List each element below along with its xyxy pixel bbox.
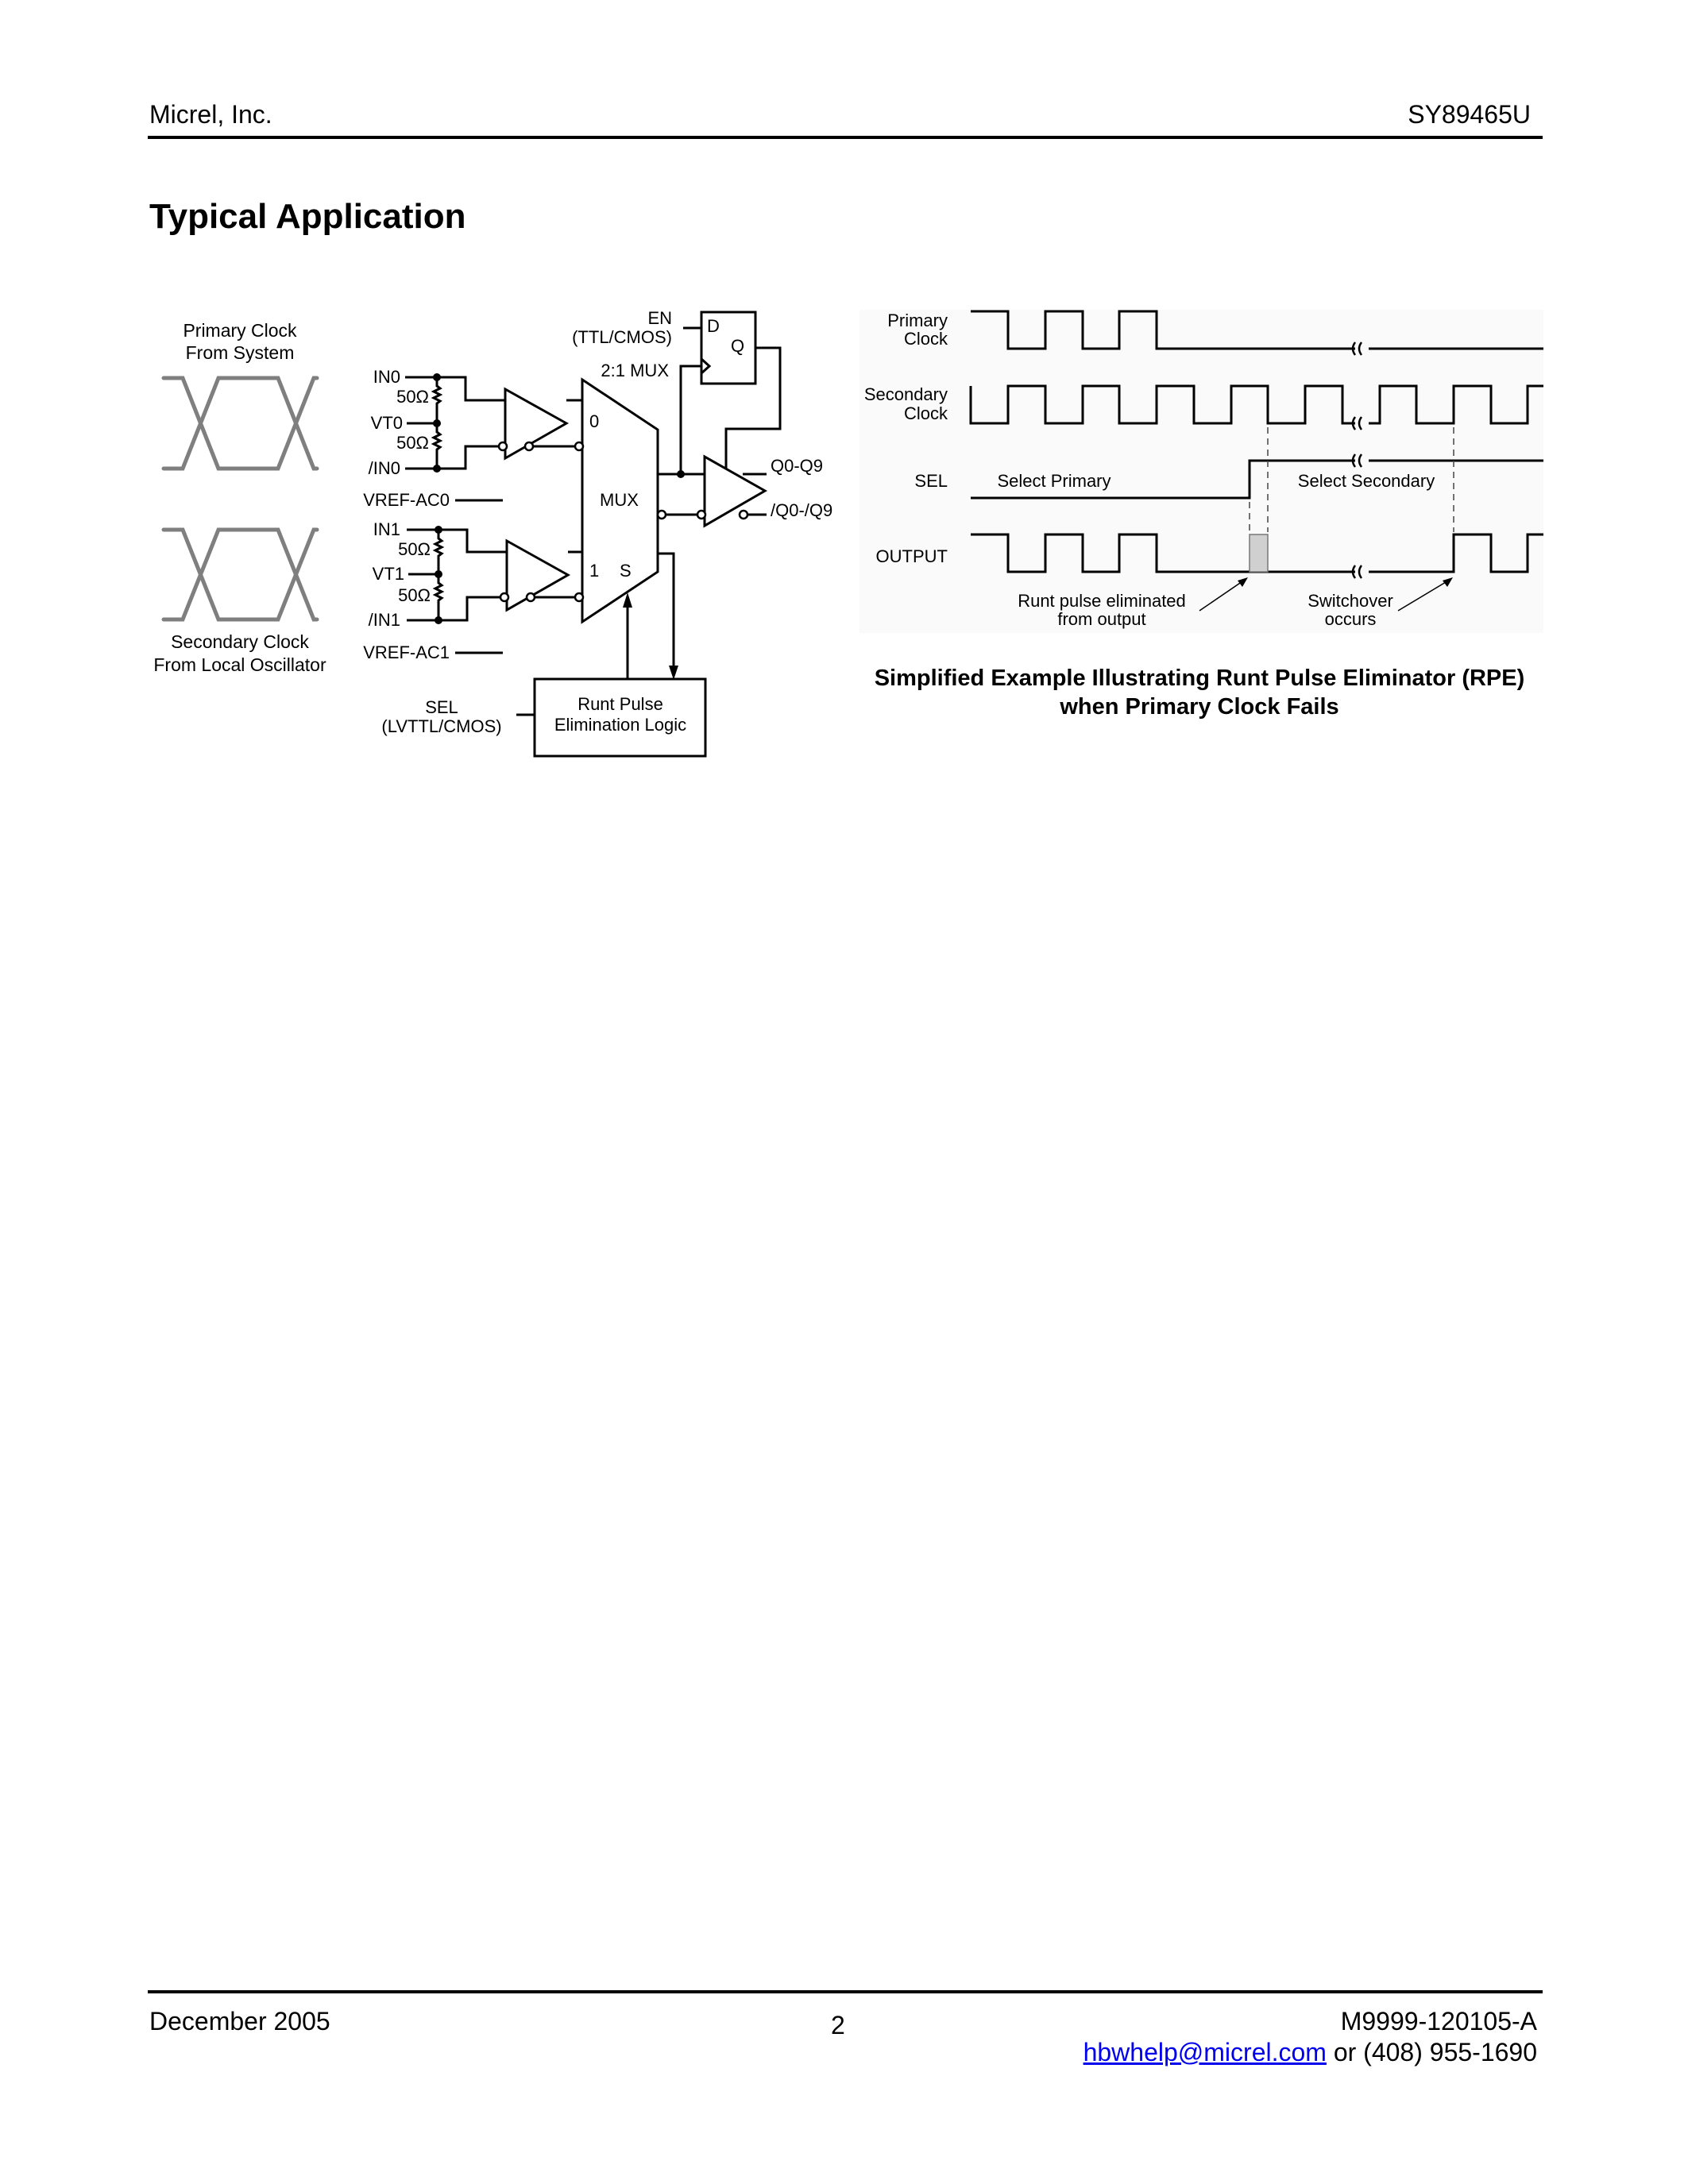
footer-doc-number: M9999-120105-A (1340, 2007, 1537, 2035)
pin-en-type: (TTL/CMOS) (572, 327, 672, 347)
signal-output-label: OUTPUT (876, 546, 948, 566)
switchover-annotation-sub: occurs (1325, 609, 1377, 629)
mux-select-s: S (620, 561, 632, 581)
pin-vref-ac1: VREF-AC1 (363, 642, 450, 662)
timing-diagram: Primary Clock Secondary Clock SEL OUTPUT… (859, 310, 1543, 633)
mux-input-1: 1 (589, 561, 599, 581)
section-title: Typical Application (149, 197, 466, 236)
signal-sel-label: SEL (914, 471, 948, 491)
pin-in0: IN0 (373, 367, 400, 387)
mux-label: MUX (600, 490, 639, 510)
switchover-annotation: Switchover (1308, 591, 1393, 611)
resistor-label: 50Ω (398, 585, 431, 605)
footer-rule (148, 1990, 1543, 1993)
signal-primary-label: Primary (887, 311, 948, 330)
footer-contact: hbwhelp@micrel.com or (408) 955-1690 (1083, 2038, 1537, 2067)
resistor-label: 50Ω (396, 387, 429, 407)
break-icon (1351, 341, 1363, 579)
header-rule (148, 136, 1543, 139)
pin-en: EN (647, 308, 672, 328)
support-email-link[interactable]: hbwhelp@micrel.com (1083, 2038, 1327, 2066)
resistor-label: 50Ω (398, 539, 431, 559)
pin-nq: /Q0-/Q9 (771, 500, 832, 520)
figure-caption: Simplified Example Illustrating Runt Pul… (874, 666, 1525, 720)
pin-nin0: /IN0 (369, 458, 400, 478)
rpe-box-sublabel: Elimination Logic (554, 715, 686, 735)
pin-in1: IN1 (373, 519, 400, 539)
sel-high-label: Select Secondary (1298, 471, 1435, 491)
signal-secondary-sublabel: Clock (904, 403, 948, 423)
pin-q: Q0-Q9 (771, 456, 823, 476)
signal-secondary-label: Secondary (864, 384, 948, 404)
footer-page-number: 2 (831, 2011, 845, 2039)
primary-clock-sublabel: From System (186, 342, 295, 363)
secondary-clock-label: Secondary Clock (171, 631, 309, 652)
pin-vt1: VT1 (373, 564, 404, 584)
ff-q: Q (731, 336, 744, 356)
ff-d: D (707, 316, 720, 336)
mux-caption: 2:1 MUX (601, 361, 669, 380)
footer-phone: or (408) 955-1690 (1326, 2038, 1537, 2066)
header-company: Micrel, Inc. (149, 100, 272, 129)
runt-pulse (1249, 534, 1269, 573)
header-part-number: SY89465U (1408, 100, 1531, 129)
secondary-clock-sublabel: From Local Oscillator (153, 654, 326, 675)
secondary-eye-icon (161, 527, 319, 622)
pin-sel: SEL (425, 697, 458, 717)
pin-vt0: VT0 (371, 413, 403, 433)
sel-low-label: Select Primary (997, 471, 1111, 491)
primary-clock-label: Primary Clock (183, 320, 297, 341)
pin-vref-ac0: VREF-AC0 (363, 490, 450, 510)
primary-eye-icon (161, 376, 319, 471)
footer-date: December 2005 (149, 2007, 330, 2035)
signal-primary-sublabel: Clock (904, 329, 948, 349)
runt-annotation: Runt pulse eliminated (1018, 591, 1186, 611)
resistor-label: 50Ω (396, 433, 429, 453)
mux-input-0: 0 (589, 411, 599, 431)
pin-nin1: /IN1 (369, 610, 400, 630)
pin-sel-type: (LVTTL/CMOS) (381, 716, 501, 736)
rpe-box-label: Runt Pulse (577, 694, 663, 714)
block-diagram: Primary Clock From System Secondary Cloc… (153, 308, 832, 758)
runt-annotation-sub: from output (1057, 609, 1145, 629)
